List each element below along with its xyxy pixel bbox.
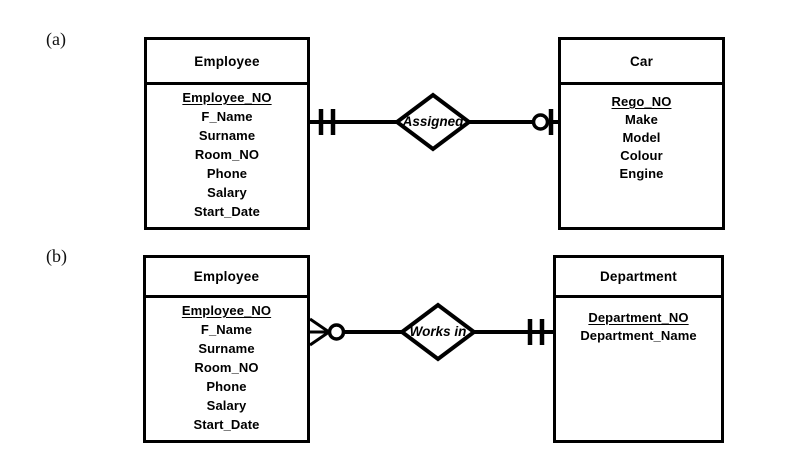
attribute: Salary	[206, 398, 247, 413]
entity-attribute-list: Employee_NO F_Name Surname Room_NO Phone…	[147, 85, 307, 221]
one-and-only-one-icon	[527, 319, 545, 345]
entity-employee-b: Employee Employee_NO F_Name Surname Room…	[143, 255, 310, 443]
attribute: Surname	[198, 341, 255, 356]
attribute-key: Employee_NO	[182, 90, 272, 105]
entity-department: Department Department_NO Department_Name	[553, 255, 724, 443]
attribute: F_Name	[200, 322, 253, 337]
attribute: Start_Date	[193, 204, 261, 219]
relationship-label-assigned: Assigned	[402, 114, 464, 129]
section-b-label: (b)	[46, 246, 67, 266]
entity-employee-a: Employee Employee_NO F_Name Surname Room…	[144, 37, 310, 230]
attribute: Start_Date	[193, 417, 260, 432]
section-a-label: (a)	[46, 29, 66, 49]
attribute-key: Employee_NO	[181, 303, 272, 318]
attribute: Engine	[619, 166, 664, 181]
attribute-key: Department_NO	[588, 310, 689, 325]
entity-car: Car Rego_NO Make Model Colour Engine	[558, 37, 725, 230]
one-and-only-one-icon	[318, 109, 336, 135]
attribute: Colour	[620, 148, 663, 163]
entity-attribute-list: Rego_NO Make Model Colour Engine	[561, 85, 722, 183]
entity-attribute-list: Department_NO Department_Name	[556, 298, 721, 345]
attribute: Salary	[207, 185, 247, 200]
attribute: Make	[625, 112, 658, 127]
attribute: F_Name	[201, 109, 253, 124]
relationship-label-works-in: Works in	[409, 324, 467, 339]
entity-title: Department	[556, 258, 721, 298]
attribute-key: Rego_NO	[611, 94, 672, 109]
attribute: Phone	[206, 166, 248, 181]
attribute: Phone	[206, 379, 247, 394]
zero-or-many-icon	[309, 317, 346, 347]
attribute: Room_NO	[194, 360, 259, 375]
attribute: Surname	[198, 128, 256, 143]
entity-title: Car	[561, 40, 722, 85]
attribute: Department_Name	[580, 328, 697, 343]
entity-attribute-list: Employee_NO F_Name Surname Room_NO Phone…	[146, 298, 307, 434]
entity-title: Employee	[146, 258, 307, 298]
attribute: Room_NO	[194, 147, 260, 162]
zero-or-one-icon	[531, 109, 554, 135]
entity-title: Employee	[147, 40, 307, 85]
attribute: Model	[622, 130, 661, 145]
